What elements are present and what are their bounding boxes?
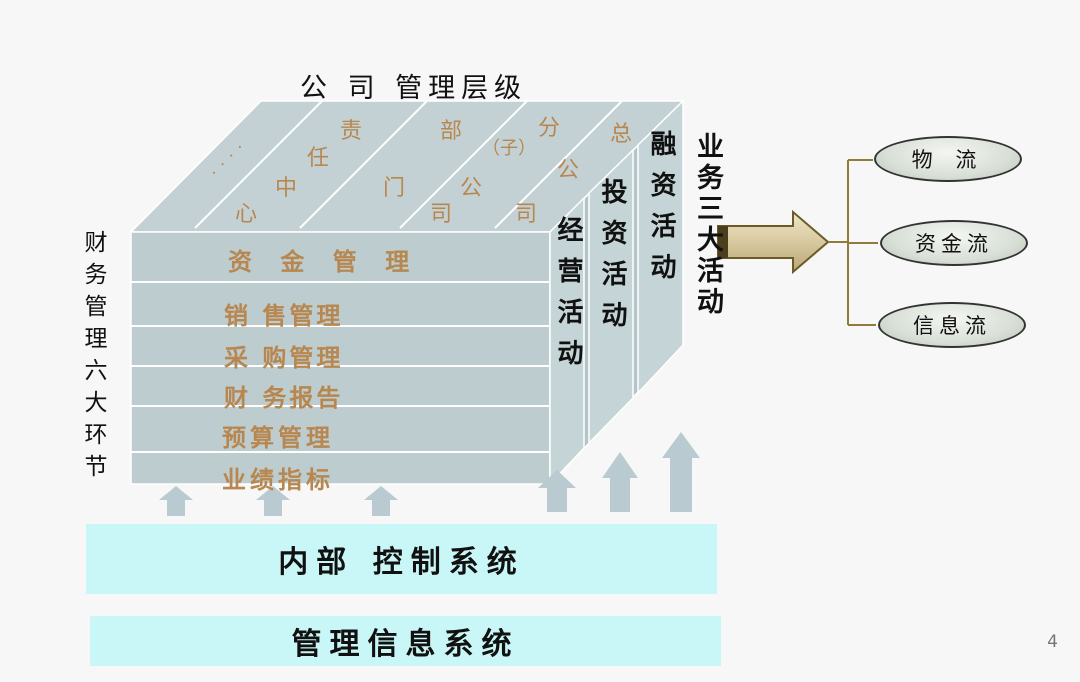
hier-sub-2: 公 bbox=[460, 176, 483, 201]
module-sales: 销 售管理 bbox=[224, 302, 344, 330]
hier-hq-2: 总 bbox=[610, 122, 633, 147]
activity-panel-financing bbox=[637, 99, 684, 395]
up-arrows-activities bbox=[538, 432, 700, 512]
module-budget: 预算管理 bbox=[222, 424, 334, 452]
left-label: 财务管理六大环节 bbox=[80, 230, 106, 486]
module-financial-report: 财 务报告 bbox=[224, 384, 344, 412]
activity-panel-investing bbox=[588, 148, 634, 445]
mis-label: 管理信息系统 bbox=[291, 627, 520, 662]
hier-hq-1: 公 bbox=[557, 158, 580, 183]
activity-investing: 投资活动 bbox=[597, 178, 627, 342]
hier-dept-1: 司 bbox=[430, 202, 453, 227]
activity-panel-operating bbox=[549, 196, 585, 486]
hier-center-1: 心 bbox=[235, 202, 258, 227]
internal-control-label: 内部 控制系统 bbox=[278, 545, 525, 580]
business-activities-label: 业务三大活动 bbox=[692, 132, 723, 318]
flow-bracket bbox=[828, 159, 878, 326]
hier-center-4: 责 bbox=[340, 119, 363, 144]
activity-financing: 融资活动 bbox=[646, 130, 676, 294]
business-arrow bbox=[717, 209, 830, 275]
module-funds: 资 金 管 理 bbox=[228, 248, 420, 276]
internal-control-bar: 内部 控制系统 bbox=[86, 524, 717, 594]
module-performance: 业绩指标 bbox=[222, 466, 334, 494]
flow-material: 物 流 bbox=[874, 136, 1022, 182]
mis-bar: 管理信息系统 bbox=[90, 616, 721, 666]
flow-information-label: 信息流 bbox=[913, 314, 991, 338]
hier-dept-3: 部 bbox=[440, 119, 463, 144]
up-arrows-modules bbox=[159, 486, 398, 516]
flow-information: 信息流 bbox=[878, 302, 1026, 348]
activity-operating: 经营活动 bbox=[553, 216, 583, 380]
hier-sub-3: （子） bbox=[482, 138, 536, 159]
flow-material-label: 物 流 bbox=[911, 148, 985, 172]
top-title: 公 司 管理层级 bbox=[300, 73, 528, 104]
page-number: 4 bbox=[1047, 632, 1058, 652]
hier-dept-2: 门 bbox=[383, 176, 406, 201]
flow-capital: 资金流 bbox=[880, 220, 1028, 266]
hier-center-2: 中 bbox=[275, 176, 298, 201]
flow-capital-label: 资金流 bbox=[915, 232, 993, 256]
hier-center-3: 任 bbox=[307, 146, 330, 171]
cube-front-face bbox=[130, 231, 551, 485]
module-purchasing: 采 购管理 bbox=[224, 344, 344, 372]
hier-sub-4: 分 bbox=[538, 116, 561, 141]
hier-sub-1: 司 bbox=[515, 202, 538, 227]
